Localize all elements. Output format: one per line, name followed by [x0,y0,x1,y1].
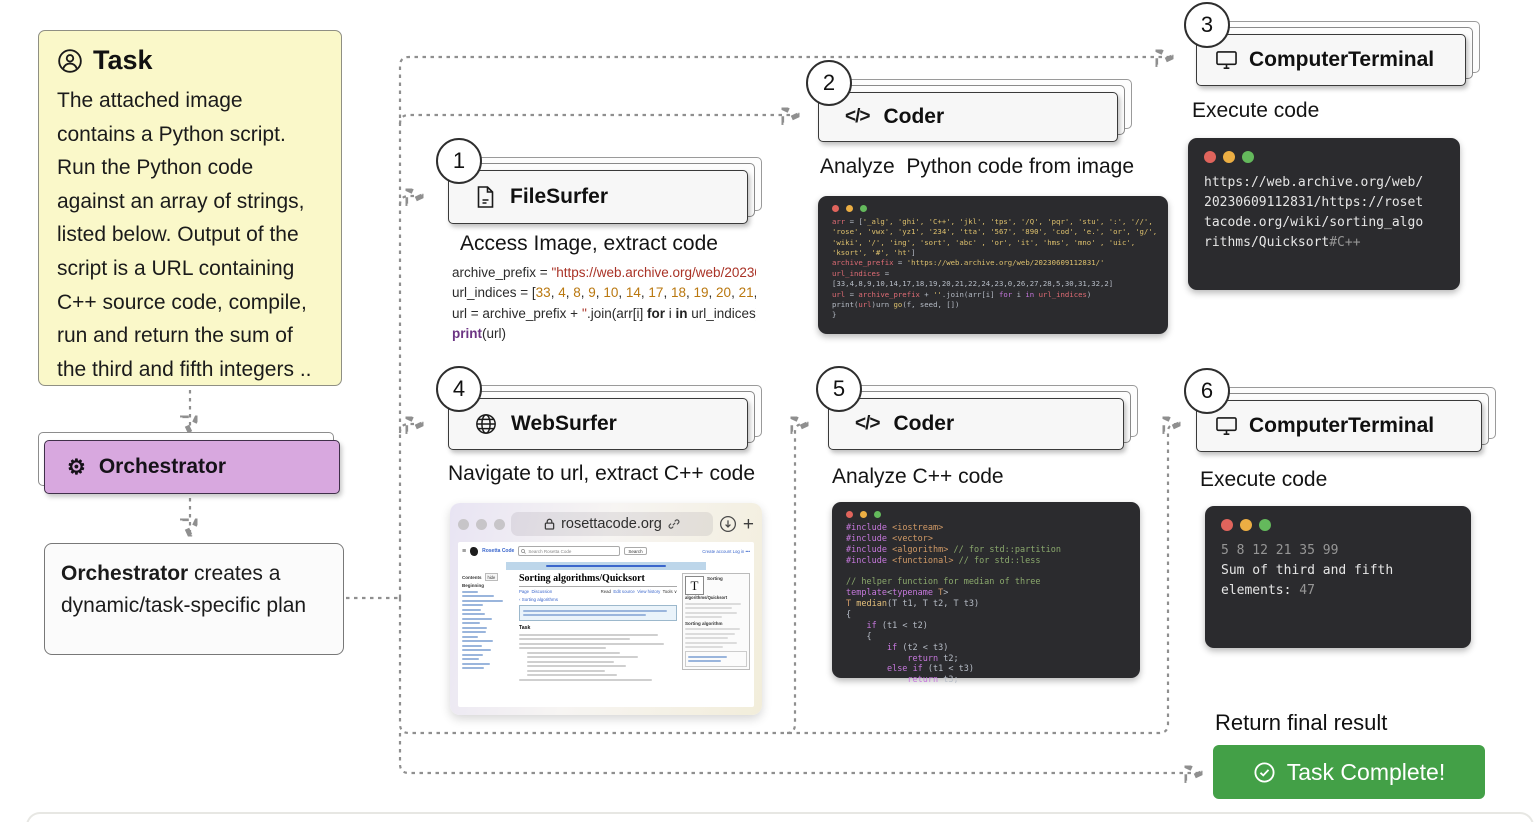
final-result-label: Return final result [1215,710,1388,735]
cpp-code-block: #include <iostream>#include <vector>#inc… [832,502,1140,685]
wiki-article: Sorting algorithms/Quicksort Page Discus… [519,573,677,683]
python-code-block: arr = ['_alg', 'ghi', 'C++', 'jkl', 'tps… [818,196,1168,334]
wiki-page: ≡ Rosetta Code Search Rosetta Code Searc… [458,542,754,707]
site-banner[interactable] [506,562,706,570]
window-dots [832,205,1154,212]
caption-terminal-6: Execute code [1200,468,1328,491]
wiki-infobox: T Sorting algorithms/Quicksort Sorting a… [682,573,750,683]
terminal-output-url: https://web.archive.org/web/202306091128… [1188,138,1460,290]
agent-card-computerterminal-3: ComputerTerminal 3 [1184,2,1480,86]
step-badge-1: 1 [436,138,482,184]
breadcrumb[interactable]: ‹ Sorting algorithms [519,597,559,602]
orchestrator-label: Orchestrator [98,455,227,478]
account-links[interactable]: Create account Log in ••• [702,548,750,554]
agent-card-websurfer: WebSurfer 4 [436,366,762,450]
lock-icon [544,518,555,530]
section-task: Task [519,625,531,631]
caption-coder-5: Analyze C++ code [832,465,1004,488]
infobox-section: Sorting algorithm [685,620,723,626]
monitor-icon [1215,416,1238,437]
wiki-search-input[interactable]: Search Rosetta Code [518,546,621,556]
search-icon [521,548,527,554]
agent-card-computerterminal-6: ComputerTerminal 6 [1184,368,1496,452]
person-circle-icon [57,48,83,74]
tab-page[interactable]: Page [519,589,530,594]
tab-view-history[interactable]: View history [637,589,661,594]
cropped-panel-edge [26,812,1534,822]
tab-discussion[interactable]: Discussion [531,589,553,594]
agent-card-coder-2: </> Coder 2 [806,60,1132,142]
url-bar[interactable]: rosettacode.org [511,512,713,536]
article-title: Sorting algorithms/Quicksort [519,573,677,587]
download-icon[interactable] [719,515,737,533]
code-icon: </> [855,413,881,434]
plan-box-text: creates a dynamic/task-specific plan [61,562,307,617]
infobox-label: Sorting [707,576,723,581]
check-circle-icon [1253,761,1276,784]
new-tab-icon[interactable]: + [742,513,754,535]
agent-name: Coder [883,105,945,128]
task-title: Task [93,45,153,75]
tab-edit-source[interactable]: Edit source [613,589,635,594]
agent-card-coder-5: </> Coder 5 [816,366,1138,450]
agent-name: Coder [893,412,955,435]
caption-filesurfer: Access Image, extract code [460,232,718,255]
step-badge-4: 4 [436,366,482,412]
python-snippet: archive_prefix = "https://web.archive.or… [452,265,756,341]
globe-icon [475,413,497,435]
site-name[interactable]: Rosetta Code [482,548,515,554]
agent-name: FileSurfer [510,185,609,208]
plan-box-bold: Orchestrator [61,562,189,585]
link-icon[interactable] [668,518,680,530]
step-badge-3: 3 [1184,2,1230,48]
caption-terminal-3: Execute code [1192,99,1320,122]
code-icon: </> [845,106,871,127]
step-badge-2: 2 [806,60,852,106]
file-icon [475,185,496,209]
contents-label: Contents [462,574,482,580]
task-complete-button[interactable]: Task Complete! [1213,745,1485,799]
sidebar-links[interactable] [462,590,514,669]
agent-name: WebSurfer [511,412,617,435]
agent-card-filesurfer: FileSurfer 1 [436,138,762,224]
step-badge-6: 6 [1184,368,1230,414]
plan-box: Orchestrator creates a dynamic/task-spec… [44,543,344,655]
browser-window: rosettacode.org + ≡ Rosetta Code [450,503,762,715]
caption-coder-2: Analyze Python code from image [820,155,1134,178]
tab-tools[interactable]: Tools ∨ [662,589,677,594]
page-notice [519,605,677,621]
task-note: Task The attached image contains a Pytho… [38,30,342,386]
window-dots [846,511,1126,518]
caption-websurfer: Navigate to url, extract C++ code [448,462,755,485]
window-dots [1221,519,1455,531]
wiki-search-button[interactable]: Search [624,547,647,555]
window-dots [1204,151,1444,163]
infobox-letter: T [685,576,704,595]
orchestrator-card: ⚙ Orchestrator [38,432,340,494]
step-badge-5: 5 [816,366,862,412]
monitor-icon [1215,50,1238,71]
gear-icon: ⚙ [67,455,86,479]
tab-read[interactable]: Read [600,589,611,594]
task-description: The attached image contains a Python scr… [57,89,312,381]
agent-name: ComputerTerminal [1249,414,1435,437]
hamburger-icon[interactable]: ≡ [462,547,467,555]
contents-beginning: Beginning [462,583,484,588]
rosettacode-logo [470,546,479,556]
contents-hide-toggle[interactable]: hide [484,573,499,581]
browser-window-dots[interactable] [458,518,505,530]
url-text: rosettacode.org [561,516,662,532]
wiki-sidebar: Contents hide Beginning [462,573,514,683]
agent-name: ComputerTerminal [1249,48,1435,71]
infobox-caption: algorithms/Quicksort [685,595,728,600]
